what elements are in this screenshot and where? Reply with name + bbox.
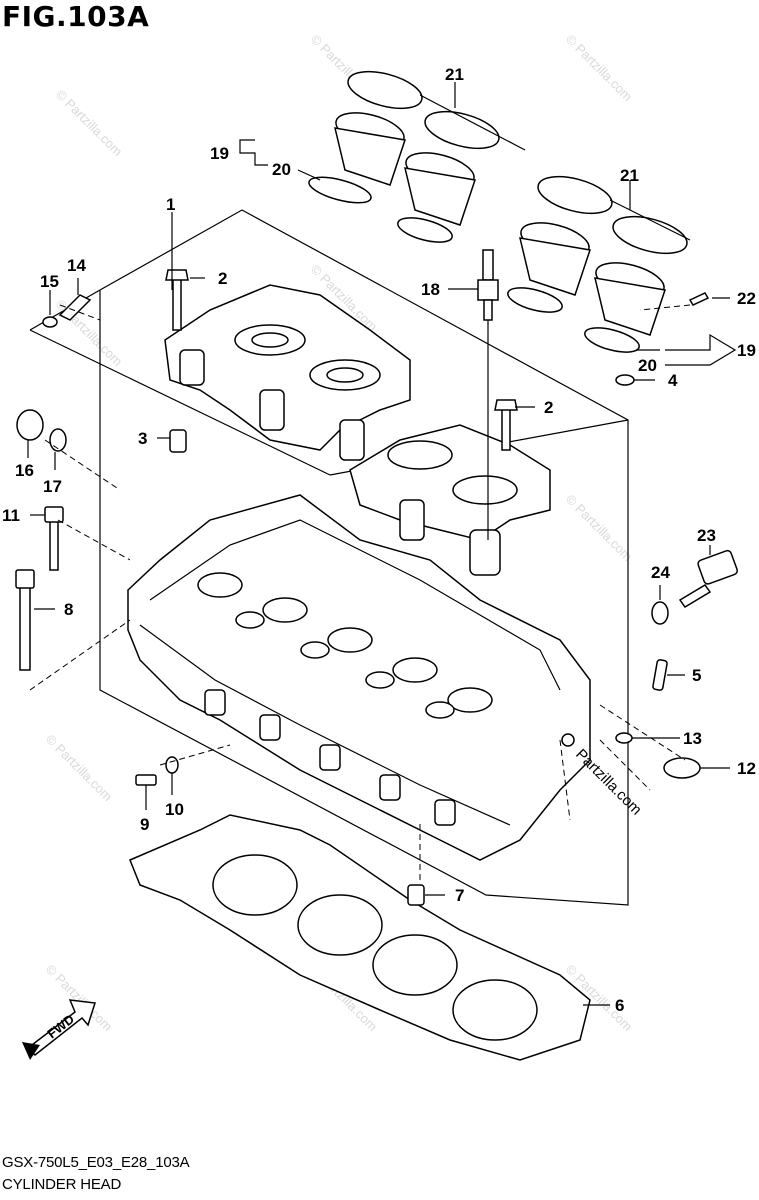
center-watermark: Partzilla.com: [572, 746, 645, 819]
section-name: CYLINDER HEAD: [2, 1176, 122, 1193]
callout-labels: 1 2 2 3 4 5 6 7 8 9 10 11 12 13 14 15 16…: [2, 65, 756, 1015]
fwd-arrow: FWD: [22, 999, 96, 1060]
callout-23: 23: [697, 526, 716, 545]
callout-21: 21: [445, 65, 464, 84]
callout-22: 22: [737, 289, 756, 308]
watermark: © Partzilla.com: [563, 32, 636, 105]
callout-18: 18: [421, 280, 440, 299]
callout-6: 6: [615, 996, 624, 1015]
coolant-port: [561, 733, 575, 747]
head-gasket: [129, 814, 591, 1061]
leader-lines: [27, 82, 737, 1006]
callout-19: 19: [210, 144, 229, 163]
callout-2: 2: [218, 269, 227, 288]
guide-lines: [29, 304, 691, 880]
camshaft-holder-upper: [164, 284, 411, 461]
callout-20: 20: [272, 160, 291, 179]
callout-5: 5: [692, 666, 701, 685]
callout-24: 24: [651, 563, 670, 582]
intake-pipes-lower: [507, 175, 691, 353]
model-code: GSX-750L5_E03_E28_103A: [2, 1154, 190, 1171]
intake-pipes-upper: [308, 70, 526, 243]
watermark: © Partzilla.com: [43, 732, 116, 805]
callout-8: 8: [64, 600, 73, 619]
callout-3: 3: [138, 429, 147, 448]
cylinder-head-body: [127, 494, 591, 861]
callout-17: 17: [43, 477, 62, 496]
callout-12: 12: [737, 759, 756, 778]
small-parts: [15, 249, 738, 906]
callout-2: 2: [544, 398, 553, 417]
callout-1: 1: [166, 195, 175, 214]
watermark: © Partzilla.com: [53, 87, 126, 160]
figure-title: FIG.103A: [2, 0, 150, 33]
callout-9: 9: [140, 815, 149, 834]
callout-15: 15: [40, 272, 59, 291]
callout-7: 7: [455, 886, 464, 905]
callout-13: 13: [683, 729, 702, 748]
callout-4: 4: [668, 371, 678, 390]
watermark: © Partzilla.com: [563, 492, 636, 565]
callout-19: 19: [737, 341, 756, 360]
callout-11: 11: [2, 506, 20, 525]
callout-16: 16: [15, 461, 34, 480]
callout-14: 14: [67, 256, 86, 275]
callout-10: 10: [165, 800, 184, 819]
callout-20: 20: [638, 356, 657, 375]
callout-21: 21: [620, 166, 639, 185]
camshaft-holder-lower: [349, 424, 551, 576]
